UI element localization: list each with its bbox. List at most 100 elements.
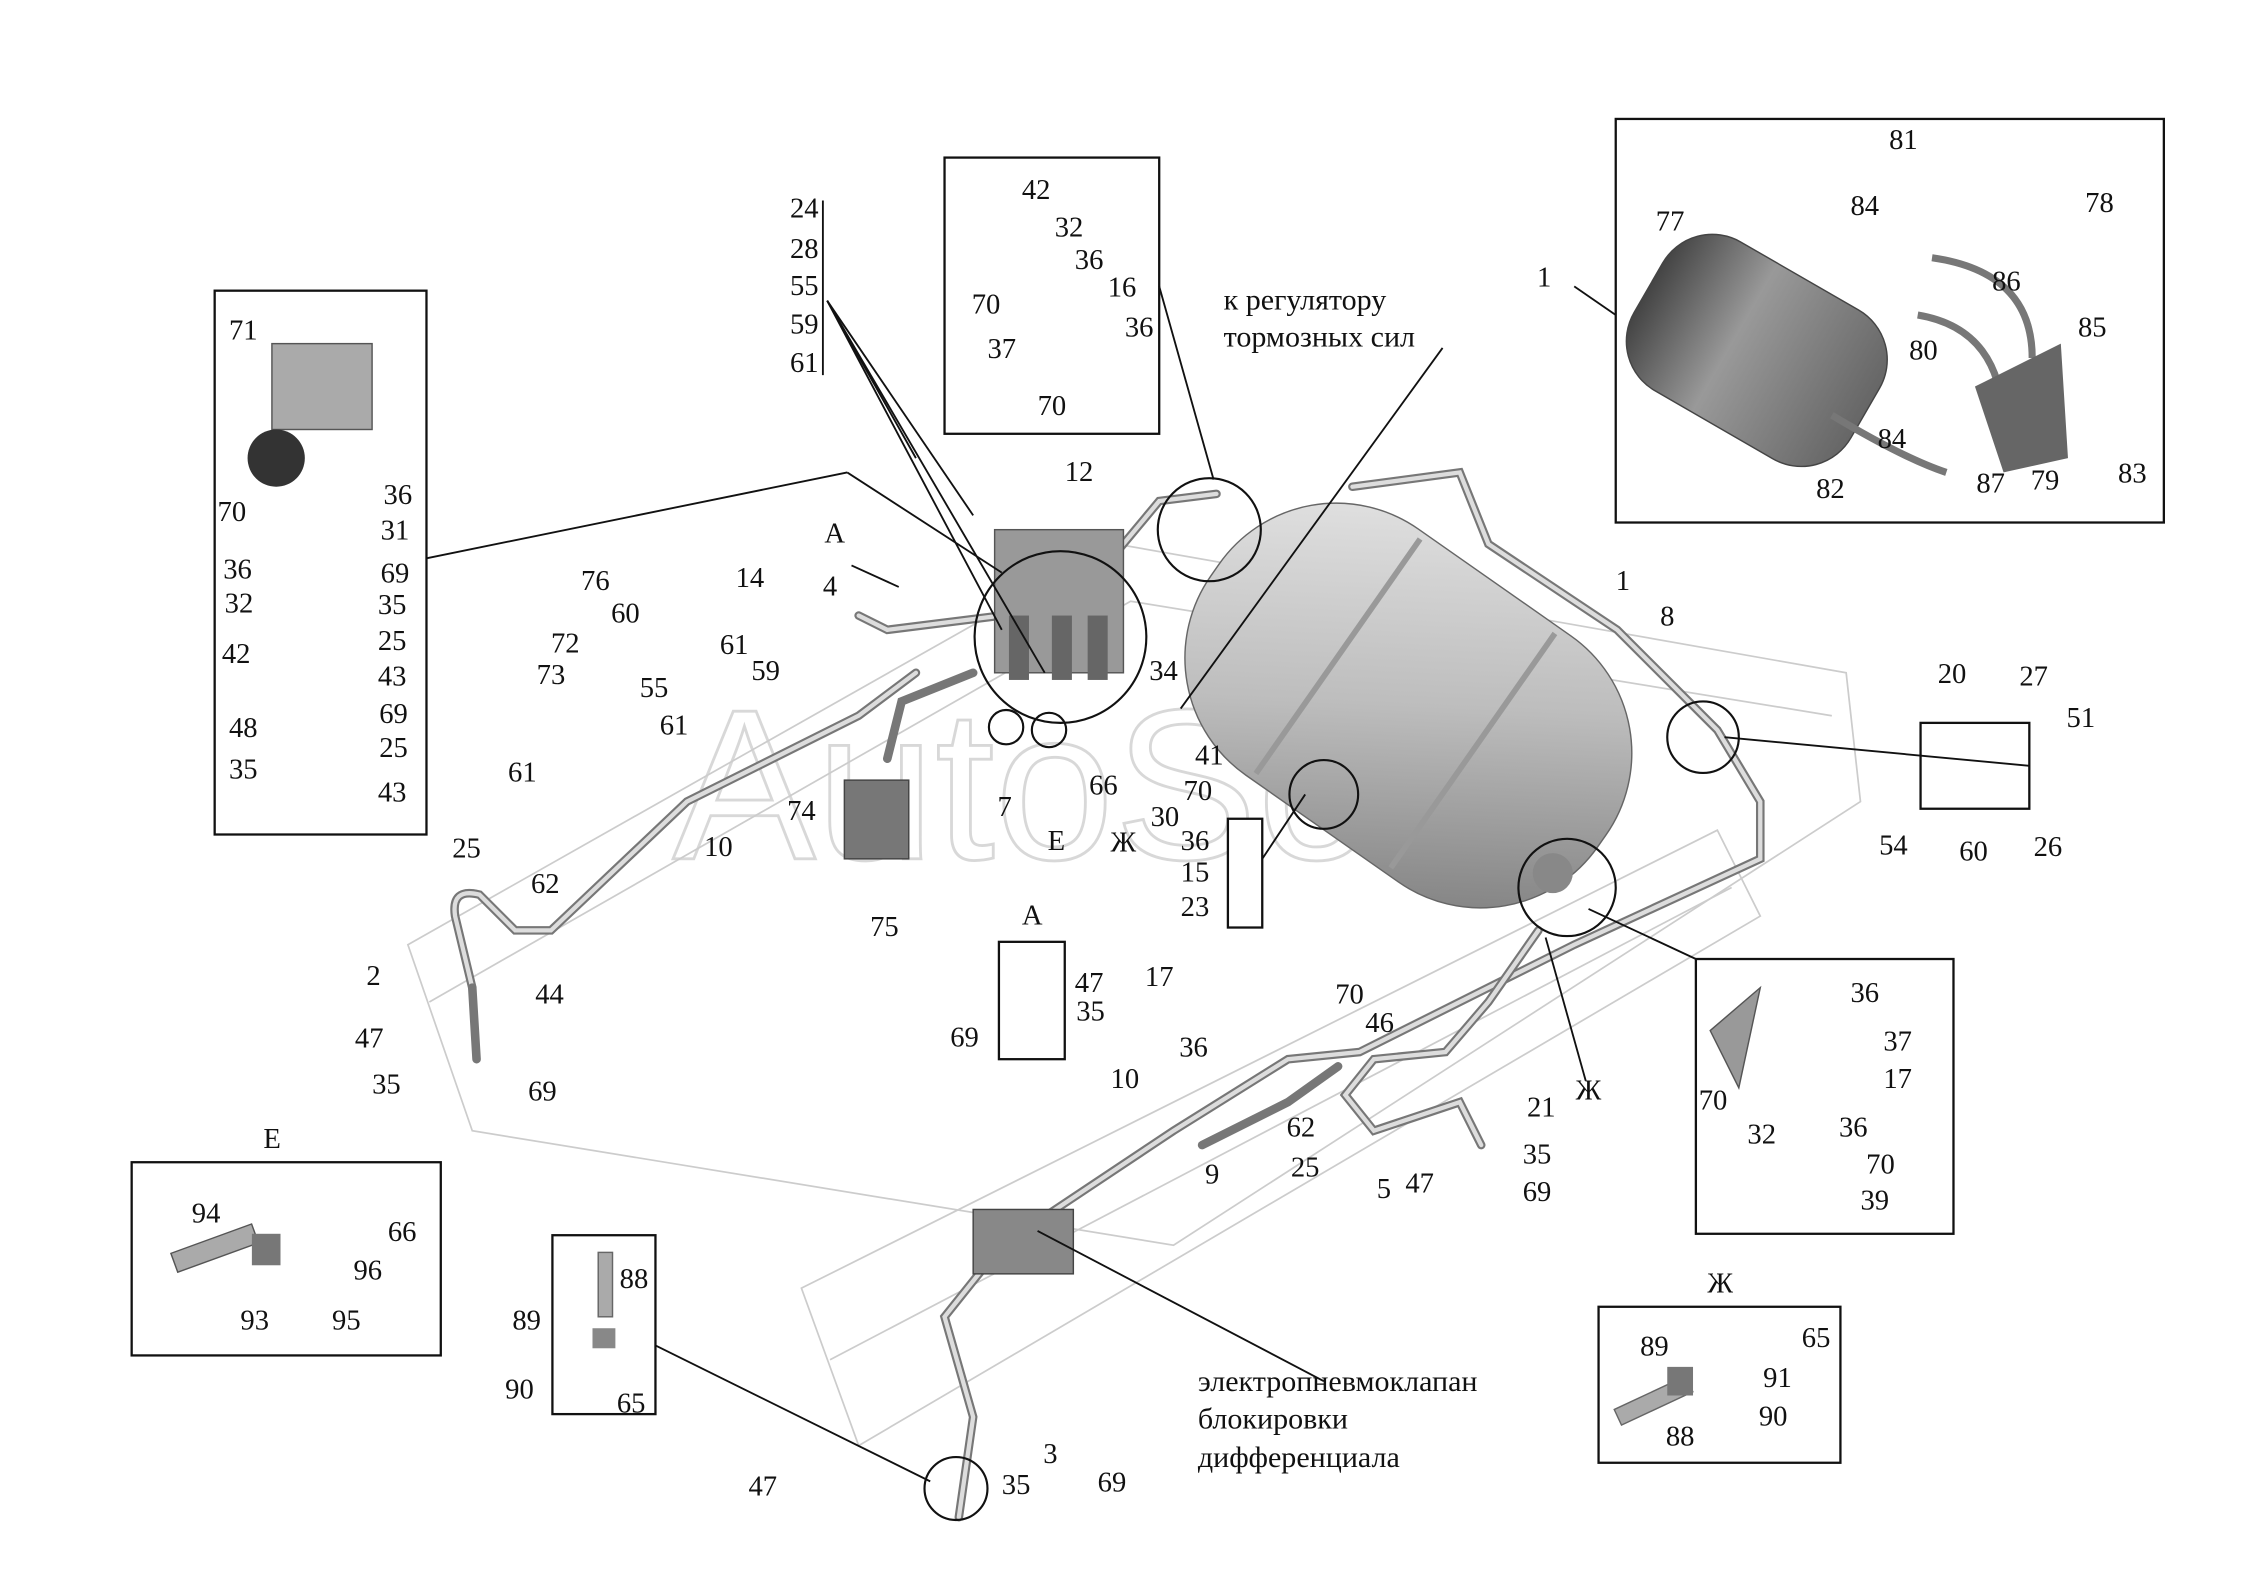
callout-number: 35 [1076, 996, 1105, 1028]
callout-number: 60 [1959, 835, 1988, 867]
callout-number: 94 [192, 1197, 221, 1229]
callout-number: 36 [1179, 1031, 1208, 1063]
callout-number: 96 [353, 1255, 382, 1287]
callout-number: 66 [388, 1216, 417, 1248]
callout-number: 79 [2031, 465, 2060, 497]
callout-number: 73 [537, 659, 566, 691]
callout-number: 55 [790, 270, 819, 302]
view-e-title: Е [263, 1123, 280, 1155]
callout-number: 93 [240, 1305, 269, 1337]
callout-number: 91 [1763, 1362, 1792, 1394]
callout-number: 37 [1883, 1026, 1912, 1058]
callout-number: 84 [1878, 423, 1907, 455]
callout-number: 86 [1992, 266, 2021, 298]
valve-caption-line2: блокировки [1198, 1401, 1348, 1435]
callout-number: 69 [950, 1021, 979, 1053]
callout-number: 70 [218, 496, 247, 528]
callout-number: 61 [720, 629, 749, 661]
callout-number: 62 [1287, 1111, 1316, 1143]
callout-number: 82 [1816, 473, 1845, 505]
callout-number: 8 [1660, 601, 1674, 633]
callout-number: 25 [379, 732, 408, 764]
captions: к регулятору тормозных сил электропневмо… [263, 282, 1733, 1474]
callout-number: 42 [222, 638, 251, 670]
callout-number: 54 [1879, 830, 1908, 862]
callout-number: 80 [1909, 334, 1938, 366]
callout-number: 21 [1527, 1091, 1556, 1123]
callout-number: 59 [790, 309, 819, 341]
detail-boxes [130, 117, 2166, 1464]
callout-number: 43 [378, 777, 407, 809]
callout-number: 70 [1184, 775, 1213, 807]
callout-number: 4 [823, 571, 837, 603]
callout-number: 47 [355, 1023, 384, 1055]
callout-number: 28 [790, 233, 819, 265]
callout-number: 15 [1181, 857, 1210, 889]
callout-number: 12 [1065, 456, 1094, 488]
callout-number: 17 [1883, 1063, 1912, 1095]
air-lines [450, 467, 1765, 1522]
callout-number: 71 [229, 314, 258, 346]
callout-number: 69 [381, 558, 410, 590]
callout-number: 16 [1108, 271, 1137, 303]
callout-number: 88 [1666, 1421, 1695, 1453]
callout-number: 43 [378, 661, 407, 693]
callout-number: 35 [1523, 1139, 1552, 1171]
callout-number: 20 [1938, 658, 1967, 690]
callout-number: 69 [528, 1076, 557, 1108]
callout-number: 1 [1616, 565, 1630, 597]
callout-number: 84 [1850, 190, 1879, 222]
callout-number: 36 [1839, 1111, 1868, 1143]
callout-number: 25 [378, 625, 407, 657]
callout-number: 5 [1377, 1173, 1391, 1205]
callout-number: 47 [1075, 967, 1104, 999]
callout-number: 77 [1656, 206, 1685, 238]
callout-number: 48 [229, 712, 258, 744]
callout-number: 55 [640, 672, 669, 704]
callout-number: 69 [379, 698, 408, 730]
callout-number: 32 [1055, 211, 1084, 243]
callout-number: 76 [581, 565, 610, 597]
callout-number: 44 [535, 978, 564, 1010]
callout-number: 75 [870, 911, 899, 943]
callout-number: 90 [1759, 1401, 1788, 1433]
view-zh-marker-2: Ж [1576, 1074, 1602, 1106]
callout-number: 41 [1195, 739, 1224, 771]
callout-number: 59 [751, 655, 780, 687]
callout-number: 32 [1747, 1119, 1776, 1151]
callout-number: 70 [972, 289, 1001, 321]
callout-number: 9 [1205, 1159, 1219, 1191]
callout-number: 85 [2078, 311, 2107, 343]
callout-number: 70 [1699, 1084, 1728, 1116]
callout-number: 34 [1149, 655, 1178, 687]
valve-caption-line3: дифференциала [1198, 1440, 1400, 1474]
callout-number: 35 [378, 589, 407, 621]
callout-number: 65 [1802, 1322, 1831, 1354]
view-zh-marker: Ж [1111, 827, 1137, 859]
callout-number: 36 [1850, 977, 1879, 1009]
regulator-caption-line2: тормозных сил [1224, 319, 1415, 353]
callout-number: 66 [1089, 769, 1118, 801]
callout-number: 89 [1640, 1330, 1669, 1362]
callout-number: 81 [1889, 124, 1918, 156]
callout-number: 36 [223, 553, 252, 585]
callout-number: 32 [225, 588, 254, 620]
valve-caption-line1: электропневмоклапан [1198, 1364, 1478, 1398]
callout-number: 83 [2118, 457, 2147, 489]
callout-number: 88 [620, 1263, 649, 1295]
callout-number: 35 [1002, 1469, 1031, 1501]
callout-number: 35 [372, 1069, 401, 1101]
callout-number: 60 [611, 598, 640, 630]
callout-number: 7 [997, 791, 1011, 823]
callout-number: 27 [2019, 661, 2048, 693]
callout-number: 65 [617, 1388, 646, 1420]
callout-number: 2 [366, 960, 380, 992]
callout-number: 24 [790, 193, 819, 225]
view-a-marker: А [824, 518, 845, 550]
callout-number: 37 [987, 333, 1016, 365]
view-a-title: А [1022, 900, 1043, 932]
callout-number: 69 [1098, 1466, 1127, 1498]
